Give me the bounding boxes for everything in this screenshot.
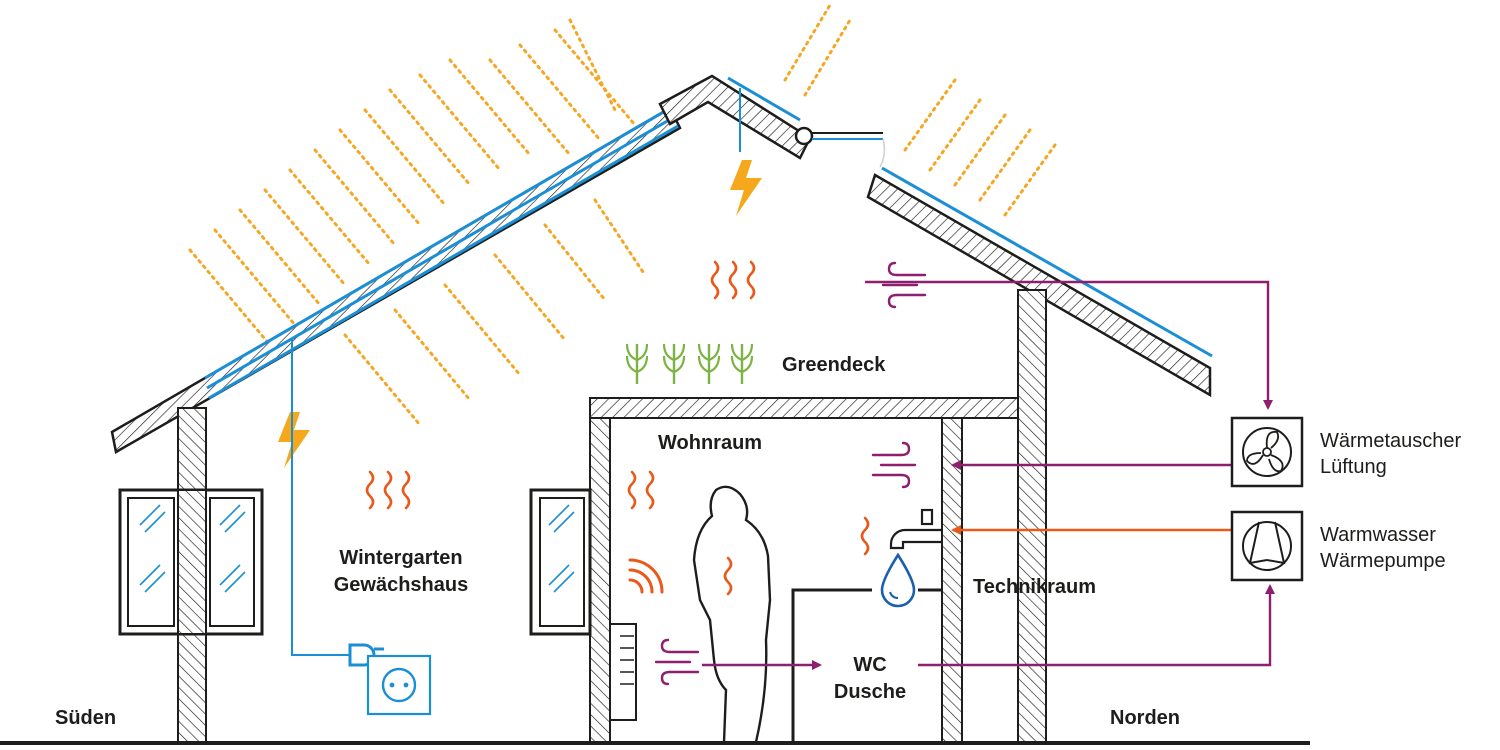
label-wc-line1: WC bbox=[853, 654, 887, 676]
south-roof bbox=[110, 104, 682, 454]
airflow-arrows bbox=[702, 280, 1275, 670]
plant-icon bbox=[730, 342, 754, 386]
inner-south-wall bbox=[589, 417, 611, 743]
radiant-heat-icon bbox=[628, 558, 664, 594]
fan-icon bbox=[1230, 416, 1304, 488]
label-technikraum: Technikraum bbox=[973, 576, 1096, 598]
radiator-icon bbox=[609, 623, 637, 721]
air-flow-icon bbox=[654, 638, 700, 686]
heat-waves-icon bbox=[860, 516, 870, 556]
person-icon bbox=[692, 485, 772, 743]
label-wintergarten: Wintergarten Gewächshaus bbox=[318, 545, 484, 599]
north-roof bbox=[866, 166, 1213, 398]
greendeck-plants bbox=[625, 342, 754, 386]
heat-waves-icon bbox=[627, 470, 655, 510]
technikraum-wall bbox=[941, 417, 963, 743]
label-warmwasser-line2: Wärmepumpe bbox=[1320, 550, 1446, 572]
label-wc: WC Dusche bbox=[820, 652, 920, 706]
label-waermetauscher-line1: Wärmetauscher bbox=[1320, 430, 1462, 452]
window bbox=[118, 488, 264, 636]
greendeck-slab bbox=[589, 397, 1019, 419]
label-greendeck: Greendeck bbox=[782, 354, 886, 376]
sun-rays-icon bbox=[188, 3, 1057, 427]
plant-icon bbox=[662, 342, 686, 386]
label-waermetauscher-line2: Lüftung bbox=[1320, 456, 1387, 478]
air-flow-icon bbox=[871, 441, 917, 489]
power-cable bbox=[291, 338, 350, 656]
heat-waves-icon bbox=[710, 260, 756, 300]
label-warmwasser-line1: Warmwasser bbox=[1320, 524, 1436, 546]
heat-waves-icon bbox=[365, 470, 411, 510]
window bbox=[529, 488, 592, 636]
north-wall bbox=[1017, 289, 1047, 743]
lightning-icon bbox=[730, 160, 762, 216]
socket-icon bbox=[366, 654, 432, 716]
plant-icon bbox=[625, 342, 649, 386]
label-warmwasser: Warmwasser Wärmepumpe bbox=[1320, 522, 1446, 574]
label-wintergarten-line2: Gewächshaus bbox=[333, 574, 469, 596]
label-sueden: Süden bbox=[55, 707, 117, 729]
label-norden: Norden bbox=[1110, 707, 1180, 729]
wc-partition bbox=[791, 588, 872, 742]
plant-icon bbox=[697, 342, 721, 386]
label-wintergarten-line1: Wintergarten bbox=[339, 547, 463, 569]
label-wc-line2: Dusche bbox=[833, 681, 907, 703]
heat-waves-icon bbox=[723, 556, 733, 596]
heat-pump-icon bbox=[1230, 510, 1304, 582]
label-waermetauscher: Wärmetauscher Lüftung bbox=[1320, 428, 1461, 480]
roof-ridge bbox=[658, 74, 886, 168]
label-wohnraum: Wohnraum bbox=[658, 432, 763, 454]
air-flow-icon bbox=[881, 261, 927, 309]
lightning-icon bbox=[278, 412, 310, 468]
faucet-icon bbox=[889, 508, 942, 550]
